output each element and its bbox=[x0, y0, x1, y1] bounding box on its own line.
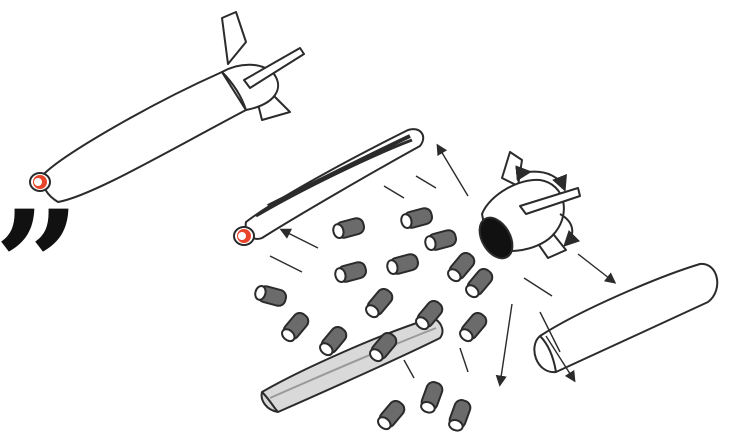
dash-line-1 bbox=[416, 176, 436, 188]
submunition-cylinder bbox=[386, 253, 420, 276]
arrow-forward-casing bbox=[282, 230, 318, 248]
arrow-right bbox=[578, 254, 614, 282]
arrow-down bbox=[500, 304, 512, 384]
dash-line-2 bbox=[384, 186, 404, 198]
submunition-cylinder bbox=[363, 286, 395, 320]
dash-line-3 bbox=[270, 256, 302, 272]
submunition-cylinder bbox=[254, 284, 288, 307]
quote-mark-glyph: ” bbox=[0, 178, 80, 354]
rear-casing-section bbox=[534, 264, 717, 372]
submunition-cylinder bbox=[334, 261, 368, 284]
upper-tail-fin bbox=[222, 12, 246, 64]
submunition-cylinder bbox=[457, 310, 489, 344]
forward-casing-section bbox=[234, 129, 423, 245]
submunition-cylinder bbox=[279, 310, 311, 344]
intact-munition bbox=[30, 12, 304, 202]
dash-line-6 bbox=[404, 360, 414, 378]
submunition-cylinder bbox=[424, 229, 458, 252]
submunition-cylinder bbox=[375, 398, 407, 432]
submunition-cylinder bbox=[400, 207, 434, 230]
dash-line-4 bbox=[524, 278, 552, 296]
dash-line-5 bbox=[460, 348, 468, 372]
arrow-up-left bbox=[438, 146, 468, 196]
submunition-cylinder bbox=[419, 380, 445, 415]
submunition-cylinder bbox=[332, 217, 366, 240]
tail-fin-assembly bbox=[473, 152, 580, 264]
submunition-cylinder bbox=[447, 398, 473, 433]
munition-body bbox=[42, 72, 246, 202]
